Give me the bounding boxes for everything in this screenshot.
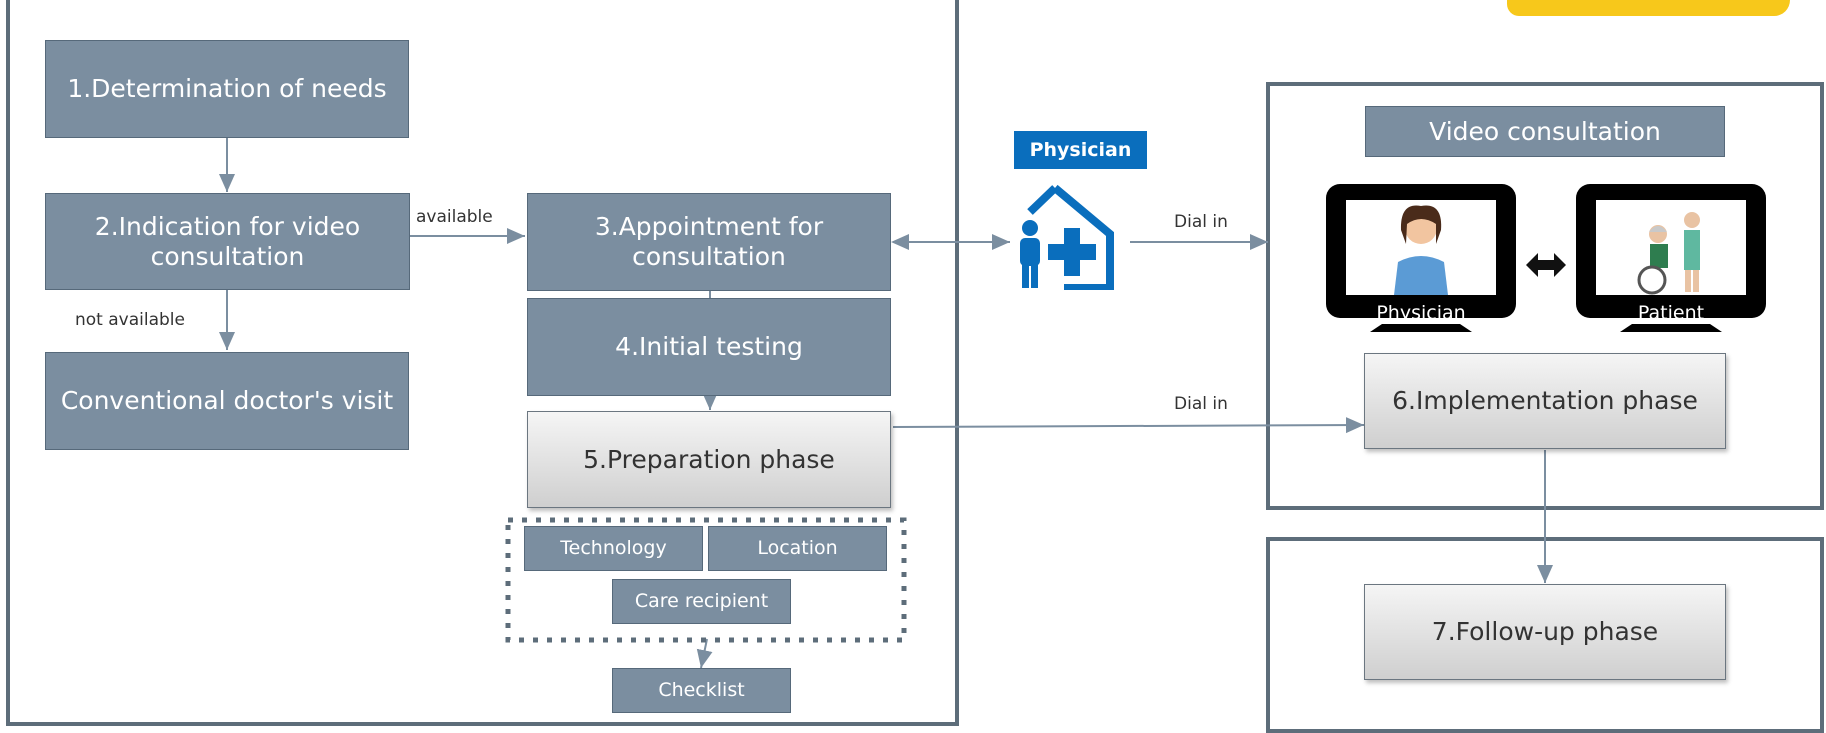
step-1-label: 1.Determination of needs xyxy=(67,74,387,103)
patient-monitor-label: Patient xyxy=(1637,302,1705,324)
step-4-box: 4.Initial testing xyxy=(527,298,891,396)
step-7-label: 7.Follow-up phase xyxy=(1431,617,1659,646)
prep-group-outline xyxy=(505,517,907,643)
physician-monitor: Physician xyxy=(1322,184,1520,334)
step-2-label: 2.Indication for video consultation xyxy=(94,211,361,271)
step-5-label: 5.Preparation phase xyxy=(583,444,835,474)
step-1-box: 1.Determination of needs xyxy=(45,40,409,138)
physician-monitor-label: Physician xyxy=(1376,302,1466,324)
edge-5-6 xyxy=(892,417,1365,434)
location-label: Location xyxy=(757,537,838,560)
care-recipient-label: Care recipient xyxy=(634,590,769,613)
edge-label-not-available: not available xyxy=(75,310,185,330)
step-3-box: 3.Appointment for consultation xyxy=(527,193,891,291)
technology-box: Technology xyxy=(524,526,703,571)
location-box: Location xyxy=(708,526,887,571)
step-6-label: 6.Implementation phase xyxy=(1392,386,1698,415)
edge-label-dial-in-top: Dial in xyxy=(1174,212,1228,232)
step-3-label: 3.Appointment for consultation xyxy=(594,212,824,271)
step-6-box: 6.Implementation phase xyxy=(1364,353,1726,449)
video-consultation-title: Video consultation xyxy=(1365,106,1725,157)
patient-monitor-icon xyxy=(1576,184,1766,332)
step-4-label: 4.Initial testing xyxy=(615,332,803,361)
checklist-box: Checklist xyxy=(612,668,791,713)
physician-clinic-icon xyxy=(1020,184,1114,290)
care-recipient-box: Care recipient xyxy=(612,579,791,624)
step-7-box: 7.Follow-up phase xyxy=(1364,584,1726,680)
conventional-visit-label: Conventional doctor's visit xyxy=(60,386,394,415)
checklist-label: Checklist xyxy=(658,679,745,702)
bidirectional-arrow-icon xyxy=(1526,253,1566,277)
technology-label: Technology xyxy=(560,537,667,560)
step-2-box: 2.Indication for video consultation xyxy=(45,193,410,290)
step-5-box: 5.Preparation phase xyxy=(527,411,891,508)
conventional-visit-box: Conventional doctor's visit xyxy=(45,352,409,450)
video-title-label: Video consultation xyxy=(1429,116,1661,146)
patient-monitor: Patient xyxy=(1572,184,1770,334)
edge-label-available: available xyxy=(416,207,493,227)
edge-label-dial-in-bottom: Dial in xyxy=(1174,394,1228,414)
left-frame xyxy=(6,0,959,726)
physician-monitor-icon xyxy=(1326,184,1516,332)
edge-prep-checklist xyxy=(696,638,713,669)
physician-tag: Physician xyxy=(1014,131,1147,169)
highlight-stroke xyxy=(1507,0,1790,16)
